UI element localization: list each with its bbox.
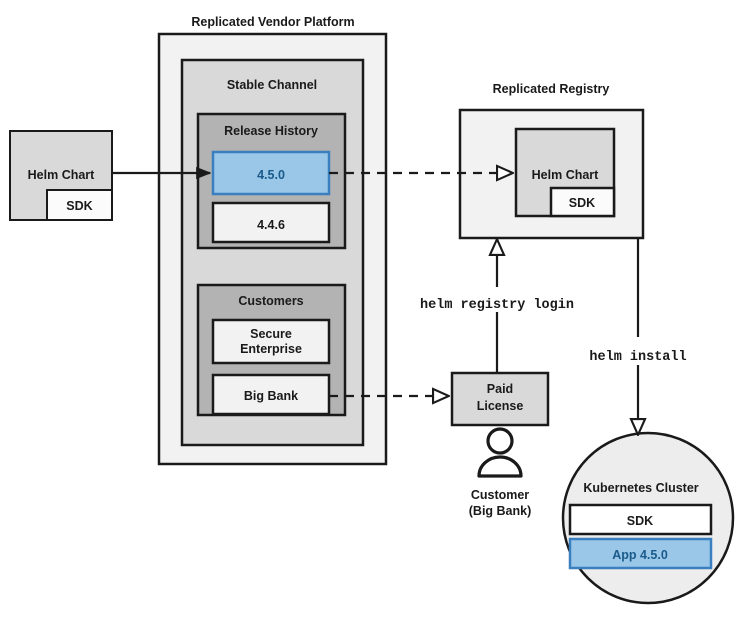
customer-big-bank-label: Big Bank xyxy=(244,389,298,403)
paid-license-label-line1: Paid xyxy=(487,382,513,396)
customer-secure-enterprise-label-line2: Enterprise xyxy=(240,342,302,356)
customer-actor-icon xyxy=(477,427,523,478)
source-helm-chart-group: Helm Chart SDK xyxy=(9,130,113,221)
paid-license-box xyxy=(450,371,550,427)
release-450-label: 4.5.0 xyxy=(257,168,285,182)
customer-big-bank-box[interactable] xyxy=(211,373,331,416)
registry-sdk-label: SDK xyxy=(569,196,595,210)
cluster-app-box xyxy=(568,537,713,570)
registry-sdk-box xyxy=(549,186,616,218)
release-history-label: Release History xyxy=(224,124,318,138)
kubernetes-cluster-label: Kubernetes Cluster xyxy=(583,481,698,495)
helm-registry-login-label: helm registry login xyxy=(420,298,574,313)
customer-actor-label-line2: (Big Bank) xyxy=(469,504,532,518)
release-446-label: 4.4.6 xyxy=(257,218,285,232)
source-sdk-label: SDK xyxy=(66,199,92,213)
stable-channel-label: Stable Channel xyxy=(227,78,317,92)
release-450-box[interactable] xyxy=(211,150,331,196)
customer-secure-enterprise-label-line1: Secure xyxy=(250,327,292,341)
cluster-app-label: App 4.5.0 xyxy=(612,548,668,562)
customer-secure-enterprise-box[interactable] xyxy=(211,318,331,365)
customer-actor-label-line1: Customer xyxy=(471,488,529,502)
registry-title: Replicated Registry xyxy=(493,82,610,96)
cluster-sdk-box xyxy=(568,503,713,536)
source-sdk-box xyxy=(46,189,113,221)
paid-license-label-line2: License xyxy=(477,399,524,413)
cluster-sdk-label: SDK xyxy=(627,514,653,528)
source-helm-chart-label: Helm Chart xyxy=(28,168,96,182)
helm-install-label: helm install xyxy=(589,350,686,365)
vendor-platform-title: Replicated Vendor Platform xyxy=(191,15,354,29)
release-446-box[interactable] xyxy=(211,201,331,244)
registry-helm-chart-label: Helm Chart xyxy=(532,168,600,182)
customers-label: Customers xyxy=(238,294,303,308)
